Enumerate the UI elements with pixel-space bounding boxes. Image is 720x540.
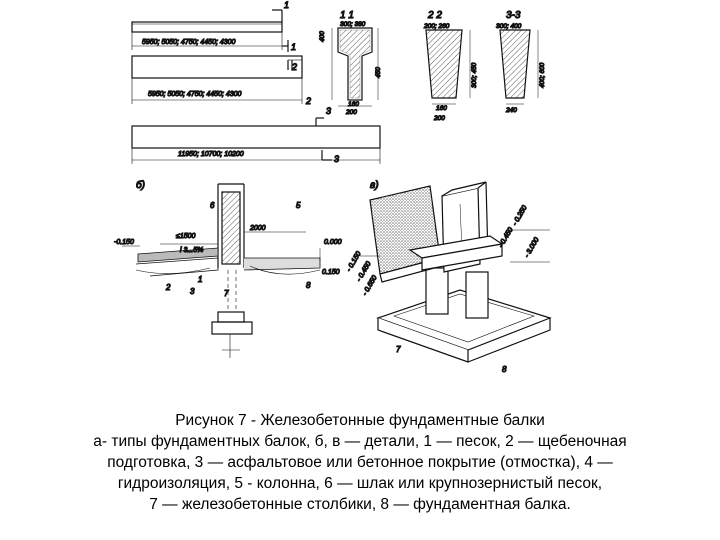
beam3-length: 11950; 10700; 10200	[178, 151, 244, 158]
section-3-3	[499, 29, 539, 105]
detail-v-7: 7	[396, 345, 401, 354]
detail-v-0250: - 0.250	[512, 205, 529, 227]
detail-v	[360, 181, 552, 363]
dim-200: 200	[345, 109, 357, 116]
beam1-top-tag: 1	[284, 0, 289, 10]
beam2-top-tag: 2	[291, 62, 297, 72]
detail-b-8: 8	[306, 281, 311, 290]
detail-b-1: 1	[198, 275, 202, 284]
caption-line-4: гидроизоляция, 5 - колонна, 6 — шлак или…	[117, 475, 603, 492]
dim-160: 160	[348, 101, 359, 108]
detail-b-0000: 0.000	[324, 239, 342, 246]
dim-160b: 160	[436, 105, 447, 112]
caption-line-5: 7 — железобетонные столбики, 8 — фундаме…	[149, 496, 571, 513]
beam-type-2	[131, 55, 303, 104]
foundation-beams-drawing: 5950; 5050; 4750; 4450; 4300 1 1 2 5950;…	[110, 0, 580, 392]
dim-400: 400	[319, 31, 326, 42]
detail-b-7: 7	[224, 289, 229, 298]
figure-caption: Рисунок 7 - Железобетонные фундаментные …	[20, 410, 700, 515]
technical-drawing: 5950; 5050; 4750; 4450; 4300 1 1 2 5950;…	[113, 0, 552, 375]
section-1-1-title: 1 1	[340, 10, 354, 21]
dim-300-400: 300; 400	[496, 23, 522, 30]
detail-b-3: 3	[190, 287, 195, 296]
section-2-2	[425, 29, 471, 105]
caption-line-1: Рисунок 7 - Железобетонные фундаментные …	[175, 412, 545, 429]
dim-450: 450	[375, 67, 382, 78]
beam-type-1	[131, 9, 289, 52]
detail-v-8: 8	[502, 365, 507, 374]
detail-v-0450: - 0.450	[498, 227, 515, 249]
section-2-2-title: 2 2	[427, 10, 442, 21]
detail-b-2000: 2000	[249, 225, 266, 232]
dim-200b: 200	[433, 115, 445, 122]
beam1-section-tag: 1	[291, 42, 296, 52]
dim-240: 240	[505, 107, 517, 114]
beam2-section-tag: 2	[305, 96, 311, 106]
detail-b-level: -0.150	[114, 239, 134, 246]
section-1-1	[331, 27, 379, 107]
section-3-3-title: 3-3	[506, 10, 521, 21]
dim-400-600: 400; 600	[539, 62, 546, 88]
dim-200-260: 200; 260	[423, 23, 450, 30]
detail-b	[122, 183, 321, 358]
beam3-top-tag: 3	[326, 106, 331, 116]
dim-300-450: 300; 450	[471, 62, 478, 88]
caption-line-3: подготовка, 3 — асфальтовое или бетонное…	[107, 454, 613, 471]
detail-b-0150: 0.150	[322, 269, 340, 276]
beam1-length: 5950; 5050; 4750; 4450; 4300	[142, 39, 236, 46]
beam2-length: 5950; 5050; 4750; 4450; 4300	[148, 91, 242, 98]
detail-v-0150: - 0.150	[346, 251, 363, 273]
panel-v-label: в)	[370, 180, 379, 191]
detail-b-5: 5	[296, 201, 301, 210]
detail-b-1500: ≤1500	[176, 233, 196, 240]
caption-line-2: а- типы фундаментных балок, б, в — детал…	[93, 433, 627, 450]
beam-type-3	[131, 117, 381, 164]
detail-b-6: 6	[210, 201, 215, 210]
beam3-section-tag: 3	[334, 154, 339, 164]
dim-300-380: 300; 380	[340, 21, 366, 28]
detail-b-2: 2	[165, 283, 171, 292]
detail-b-slope: i 3...5%	[180, 247, 203, 254]
detail-v-3000: - 3.000	[524, 237, 541, 259]
panel-b-label: б)	[136, 179, 145, 191]
